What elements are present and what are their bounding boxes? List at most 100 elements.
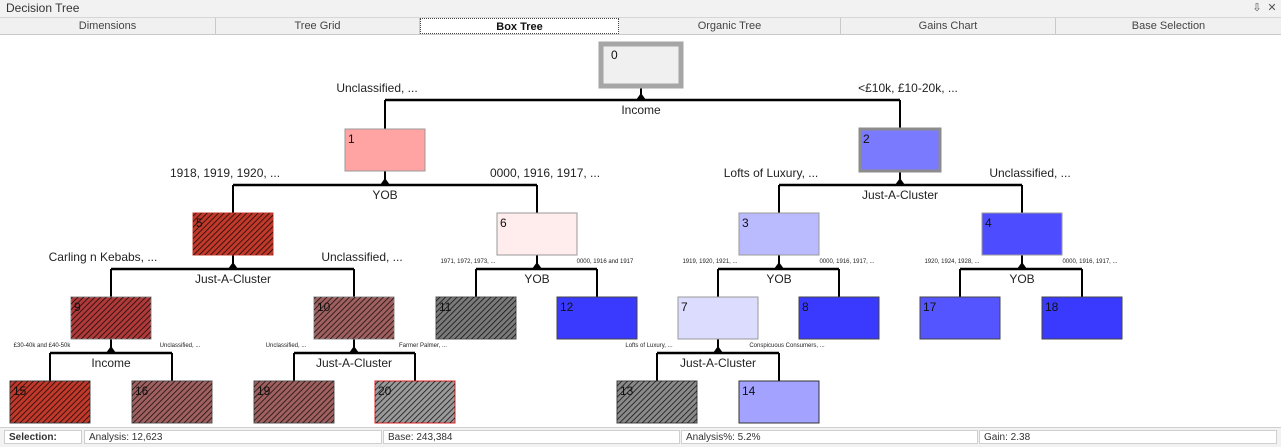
node-id: 19 [257,384,271,398]
branch-label-left: 1918, 1919, 1920, ... [169,166,281,180]
node-box[interactable] [556,296,638,340]
branch-label-right: 0000, 1916 and 1917 [576,259,634,265]
tab-tree-grid[interactable]: Tree Grid [216,18,420,34]
split-variable: Income [621,103,661,117]
window-title-bar: Decision Tree ⇩ ✕ [0,0,1281,18]
tab-dimensions[interactable]: Dimensions [0,18,216,34]
split-variable: YOB [372,188,398,202]
node-hatch [254,381,334,423]
tree-node-19[interactable]: 19 [253,380,335,424]
branch-label-left: Lofts of Luxury, ... [625,343,673,349]
node-box[interactable] [919,296,1001,340]
tree-node-7[interactable]: 7 [677,296,759,340]
split-marker [636,93,646,100]
node-id: 17 [923,300,937,314]
tree-node-10[interactable]: 10 [313,296,395,340]
split-variable: YOB [766,272,792,286]
node-hatch [10,381,90,423]
node-box[interactable] [344,128,426,172]
split-marker [349,346,359,353]
node-id: 7 [681,300,688,314]
node-box[interactable] [677,296,759,340]
branch-label-left: 1971, 1972, 1973, ... [440,259,496,265]
tree-node-15[interactable]: 15 [9,380,91,424]
node-box[interactable] [798,296,880,340]
branch-label-right: Farmer Palmer, ... [398,343,447,349]
split-marker [1017,262,1027,269]
analysis-count: Analysis: 12,623 [84,430,382,444]
node-id: 11 [439,300,452,314]
split-variable: Just-A-Cluster [861,188,938,202]
selection-label: Selection: [4,430,82,444]
tree-node-18[interactable]: 18 [1041,296,1123,340]
tree-node-6[interactable]: 6 [496,212,578,256]
split-variable: Just-A-Cluster [679,356,756,370]
tab-gains-chart[interactable]: Gains Chart [841,18,1056,34]
split-marker [774,262,784,269]
tree-node-12[interactable]: 12 [556,296,638,340]
node-hatch [375,381,455,423]
tab-base-selection[interactable]: Base Selection [1131,20,1206,32]
tree-node-2[interactable]: 2 [858,127,942,173]
node-id: 9 [74,300,81,314]
node-box[interactable] [858,127,942,173]
node-id: 1 [348,132,355,146]
tree-node-13[interactable]: 13 [616,380,698,424]
split-marker [106,346,116,353]
tree-node-9[interactable]: 9 [70,296,152,340]
split-variable: YOB [524,272,550,286]
branch-label-left: Unclassified, ... [265,343,307,349]
branch-label-right: Conspicuous Consumers, ... [749,343,825,349]
node-id: 8 [802,300,809,314]
node-box[interactable] [496,212,578,256]
split-variable: Income [91,356,131,370]
tree-node-3[interactable]: 3 [738,212,820,256]
tree-node-5[interactable]: 5 [192,212,274,256]
split-marker [532,262,542,269]
node-box[interactable] [738,380,820,424]
gain-value: Gain: 2.38 [979,430,1277,444]
node-id: 6 [500,216,507,230]
branch-label-right: 0000, 1916, 1917, ... [819,259,875,265]
node-box[interactable] [1041,296,1123,340]
split-marker [228,262,238,269]
node-id: 16 [135,384,149,398]
tree-node-1[interactable]: 1 [344,128,426,172]
tree-node-16[interactable]: 16 [131,380,213,424]
node-id: 2 [863,132,870,146]
tree-node-11[interactable]: 11 [435,296,517,340]
node-box[interactable] [598,41,684,89]
close-icon[interactable]: ✕ [1267,2,1277,14]
node-hatch [71,297,151,339]
tree-node-14[interactable]: 14 [738,380,820,424]
node-id: 10 [317,300,331,314]
split-variable: Just-A-Cluster [194,272,271,286]
tab-box-tree[interactable]: Box Tree [420,18,619,34]
tree-node-0[interactable]: 0 [598,41,684,89]
split-variable: Just-A-Cluster [315,356,392,370]
node-id: 15 [13,384,27,398]
base-count: Base: 243,384 [383,430,680,444]
node-hatch [314,297,394,339]
branch-label-right: 0000, 1916, 1917, ... [489,166,601,180]
tree-node-4[interactable]: 4 [981,212,1063,256]
node-id: 5 [196,216,203,230]
node-box[interactable] [981,212,1063,256]
branch-label-left: Carling n Kebabs, ... [48,250,158,264]
branch-label-right: Unclassified, ... [989,166,1071,180]
node-id: 13 [620,384,634,398]
pin-icon[interactable]: ⇩ [1252,2,1262,14]
tree-node-8[interactable]: 8 [798,296,880,340]
branch-label-right: Unclassified, ... [159,343,201,349]
node-id: 0 [611,48,618,62]
tree-node-17[interactable]: 17 [919,296,1001,340]
branch-label-left: 1920, 1924, 1928, ... [924,259,980,265]
split-marker [713,346,723,353]
branch-label-left: Unclassified, ... [336,81,418,95]
node-box[interactable] [738,212,820,256]
node-id: 14 [742,384,756,398]
branch-label-right: <£10k, £10-20k, ... [858,81,958,95]
window-title: Decision Tree [6,1,80,15]
tab-organic-tree[interactable]: Organic Tree [619,18,841,34]
tree-node-20[interactable]: 20 [374,380,456,424]
